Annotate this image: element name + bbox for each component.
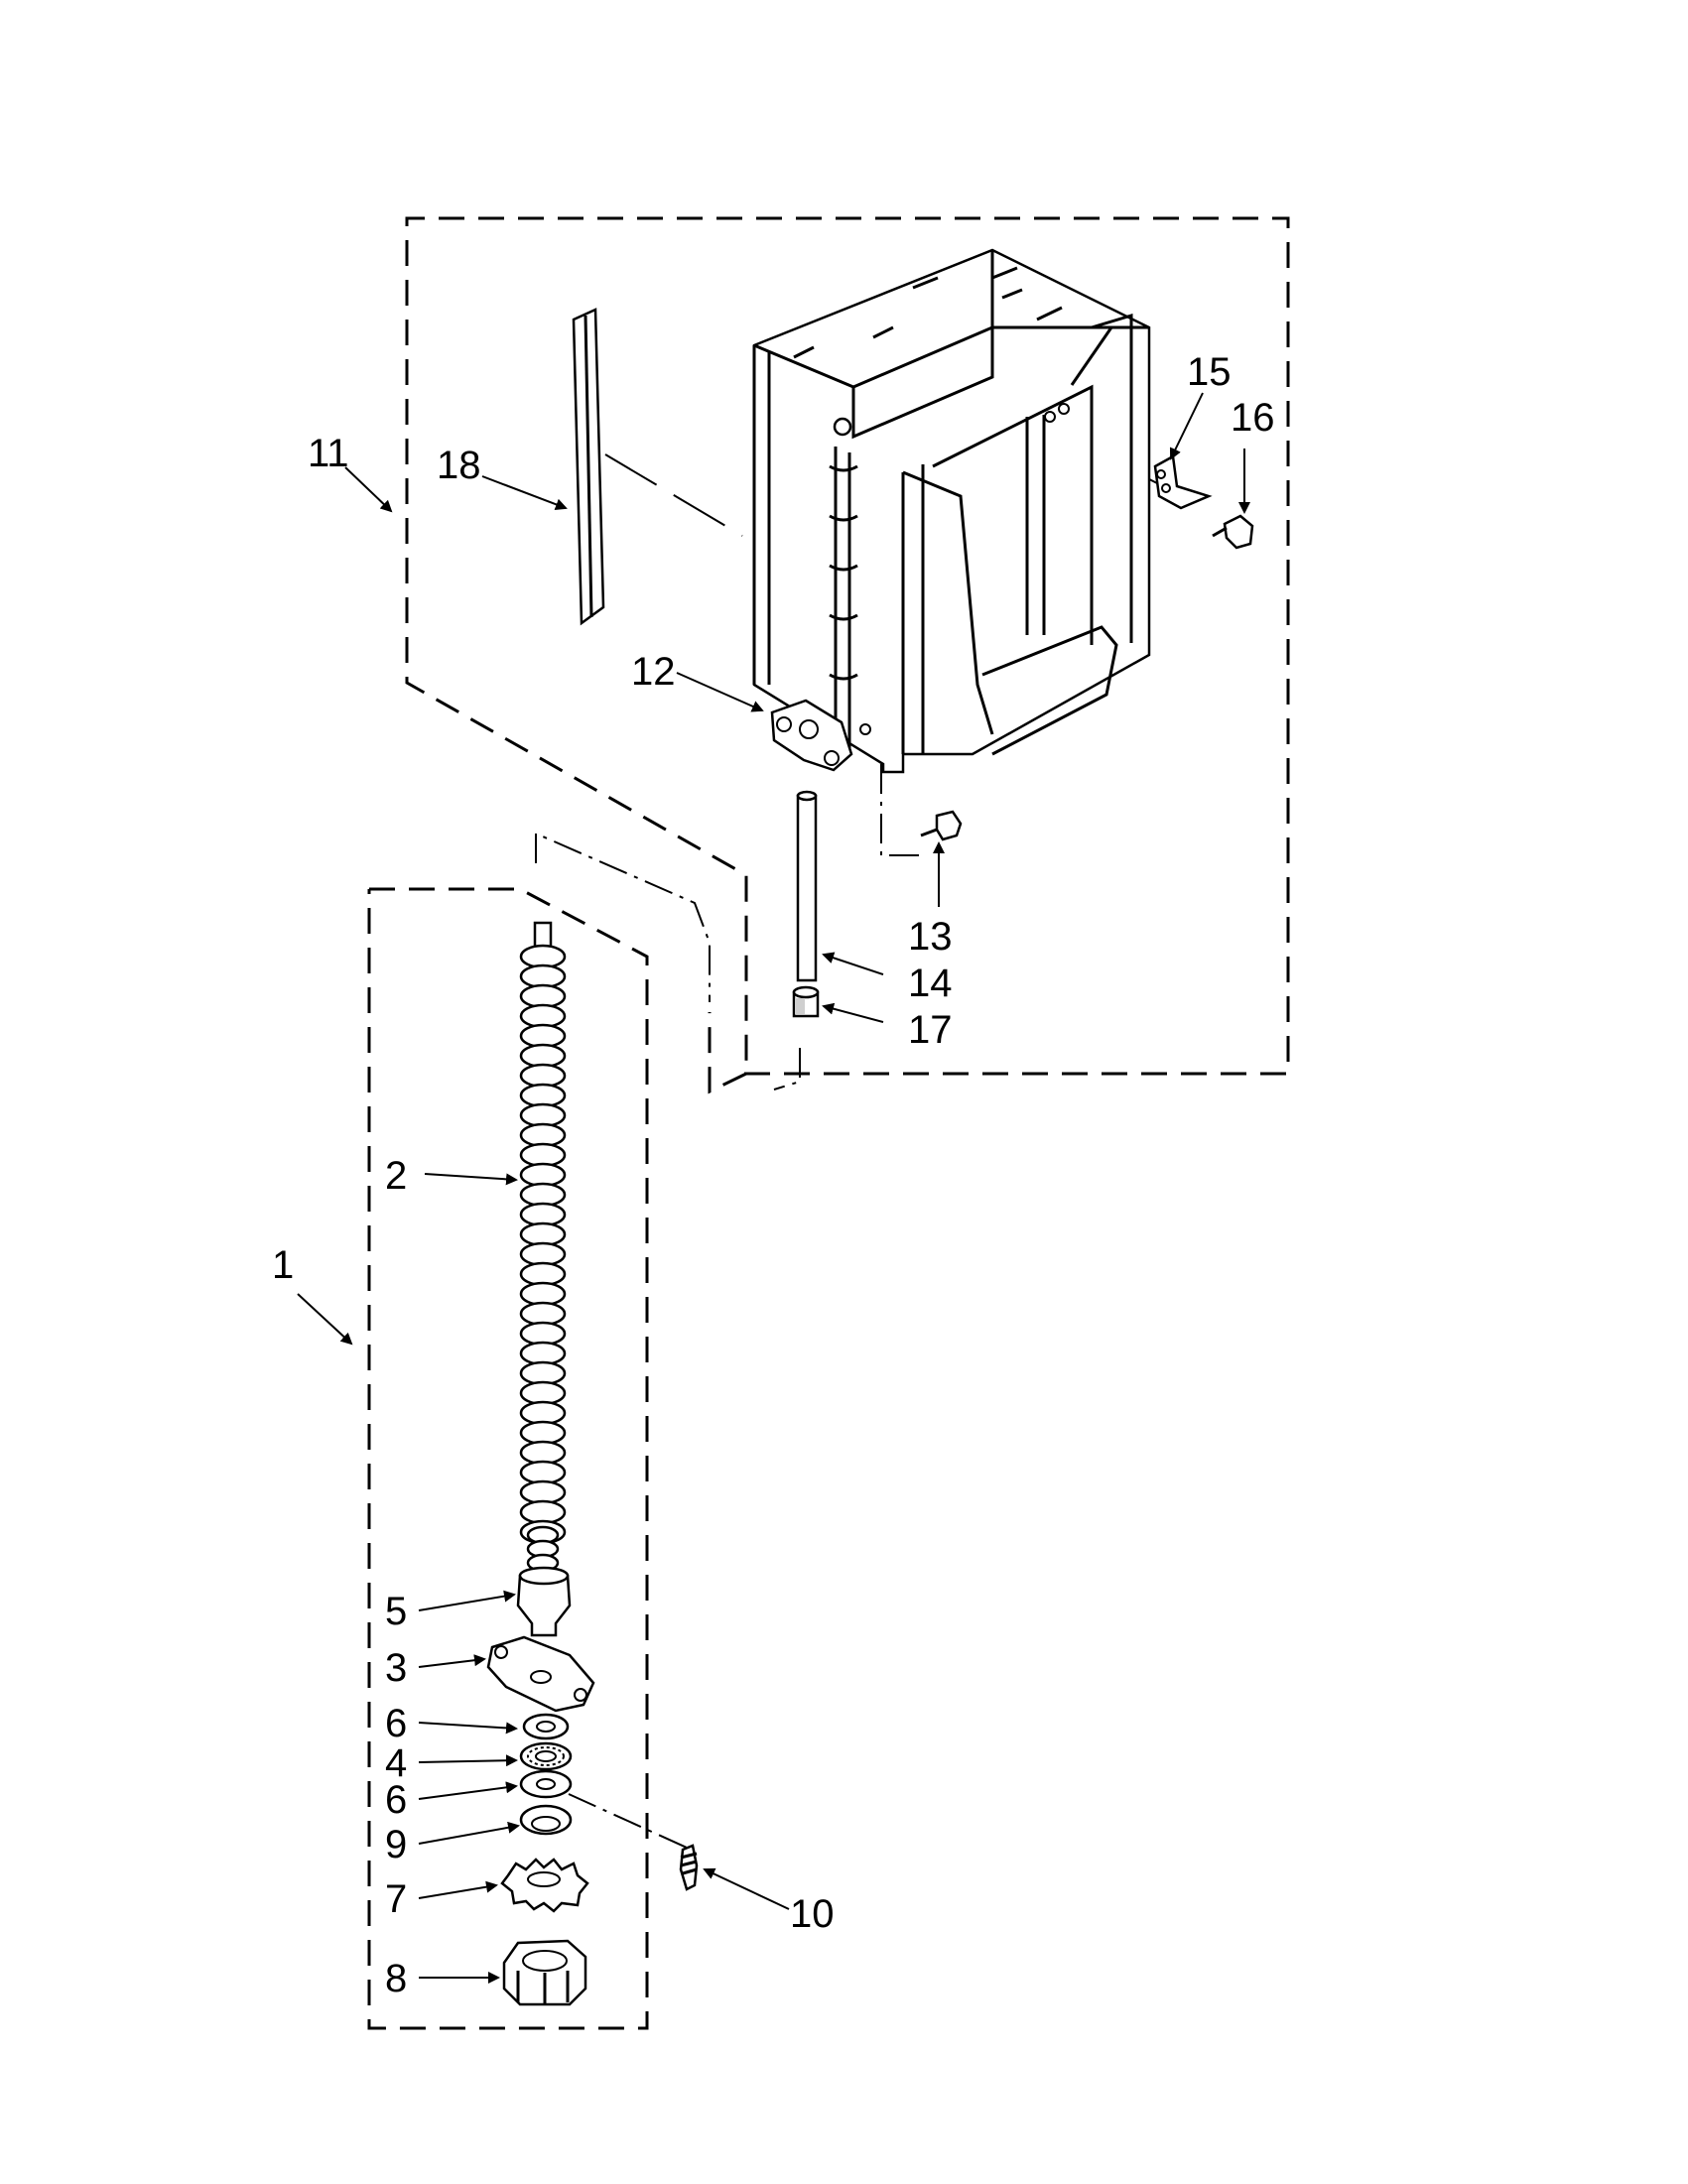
screw-part-16	[1212, 514, 1254, 550]
callout-1: 1	[272, 1243, 294, 1287]
plate-part-3	[486, 1635, 595, 1713]
callout-labels: 1 2 3 4 5 6 6 7 8 9 10 11 12 13 14 15 16…	[272, 350, 1275, 2000]
callout-7: 7	[385, 1877, 407, 1921]
callout-13: 13	[908, 915, 953, 959]
drive-block-part-12	[770, 699, 853, 772]
upper-assembly-boundary	[405, 216, 1290, 1094]
bracket-part-15	[1153, 454, 1213, 510]
callout-11: 11	[308, 432, 349, 475]
callout-4: 4	[385, 1741, 407, 1785]
callout-3: 3	[385, 1646, 407, 1690]
callout-6-upper: 6	[385, 1702, 407, 1745]
callout-5: 5	[385, 1590, 407, 1633]
callout-17: 17	[908, 1008, 953, 1052]
callout-9: 9	[385, 1823, 407, 1866]
leader-lines	[297, 392, 1250, 1984]
callout-10: 10	[790, 1892, 835, 1936]
sprocket-part-7	[500, 1858, 589, 1913]
callout-18: 18	[437, 444, 481, 487]
screw-part-13	[920, 810, 963, 841]
rail-part-18	[572, 308, 605, 626]
bearing-part-4	[519, 1741, 573, 1771]
callout-8: 8	[385, 1957, 407, 2000]
auger-assembly-boundary	[367, 887, 649, 2030]
callout-6-lower: 6	[385, 1778, 407, 1822]
auger-part-2	[519, 921, 567, 1573]
callout-12: 12	[631, 650, 676, 694]
shaft-part-14	[796, 790, 818, 982]
screw-part-10	[679, 1844, 699, 1891]
cup-part-9	[519, 1804, 573, 1836]
ice-bucket-housing	[752, 248, 1151, 774]
callout-15: 15	[1187, 350, 1232, 394]
washer-part-6-lower	[519, 1769, 573, 1799]
callout-16: 16	[1231, 396, 1275, 440]
washer-part-6-upper	[522, 1713, 570, 1740]
callout-14: 14	[908, 962, 953, 1005]
callout-2: 2	[385, 1154, 407, 1198]
nut-part-8	[502, 1939, 587, 2006]
coupler-part-5	[516, 1566, 572, 1637]
bushing-part-17	[792, 985, 820, 1018]
